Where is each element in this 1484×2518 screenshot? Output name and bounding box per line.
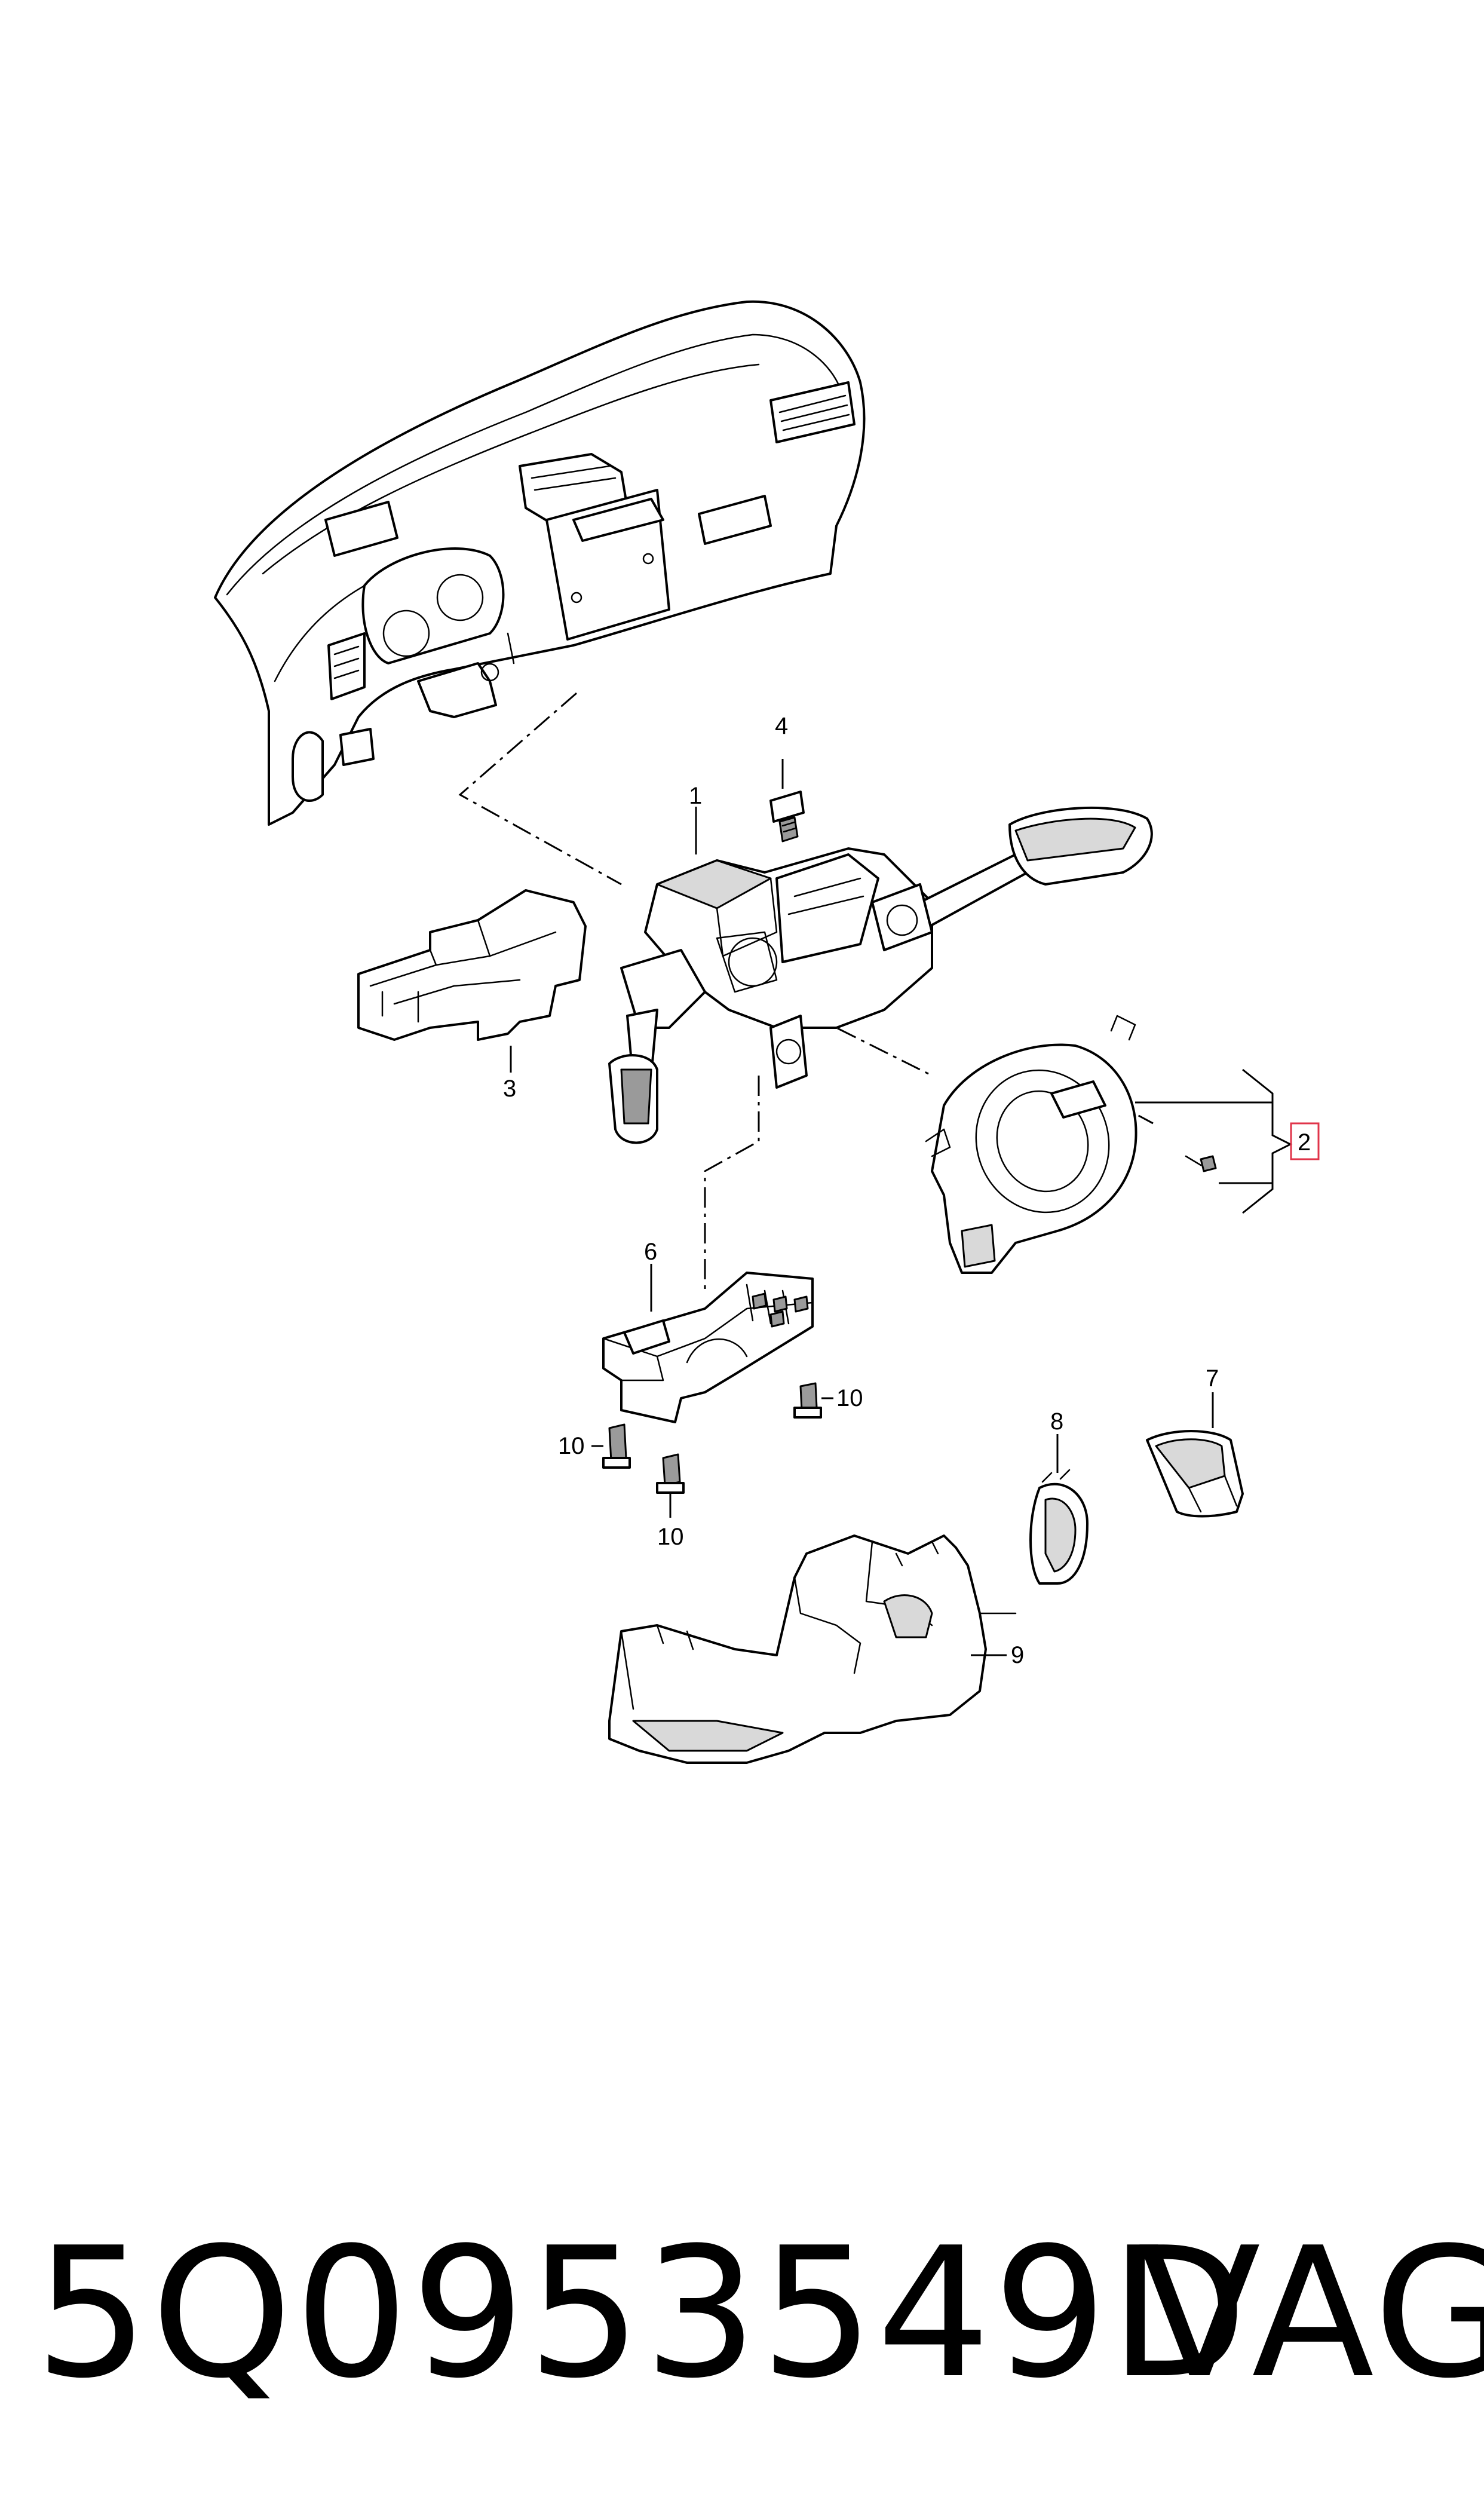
part-2-clock-spring — [925, 1015, 1320, 1274]
part-1-column-switch — [608, 806, 1153, 1144]
dashboard-illustration — [214, 300, 866, 826]
label-part-10-left: 10 — [558, 1433, 585, 1459]
label-part-7: 7 — [1206, 1365, 1219, 1392]
label-part-6: 6 — [644, 1239, 657, 1265]
label-part-3: 3 — [503, 1076, 516, 1102]
label-part-10-bottom: 10 — [657, 1524, 684, 1550]
part-6-control-unit — [602, 1264, 814, 1423]
part-7-trim-cap — [1146, 1392, 1244, 1518]
part-labels: 1 2 3 4 6 7 8 9 10 10 10 — [503, 713, 1311, 1668]
label-part-1: 1 — [689, 783, 702, 809]
label-part-10-right: 10 — [836, 1385, 863, 1411]
part-3-bracket — [357, 889, 587, 1073]
label-part-4: 4 — [775, 713, 788, 739]
label-part-9: 9 — [1011, 1642, 1024, 1668]
label-part-2: 2 — [1298, 1129, 1311, 1156]
part-8-ring-cover — [1029, 1434, 1089, 1585]
part-9-lower-shroud — [608, 1534, 1017, 1764]
part-10-screws — [591, 1382, 833, 1518]
highlight-box — [1290, 1122, 1320, 1160]
footer: 5Q0953549D VAG — [35, 2209, 1484, 2418]
label-part-8: 8 — [1050, 1408, 1063, 1435]
part-4-bolt — [769, 759, 805, 843]
brand-text: VAG — [1138, 2209, 1484, 2418]
part-number-text: 5Q0953549D — [35, 2209, 1250, 2418]
